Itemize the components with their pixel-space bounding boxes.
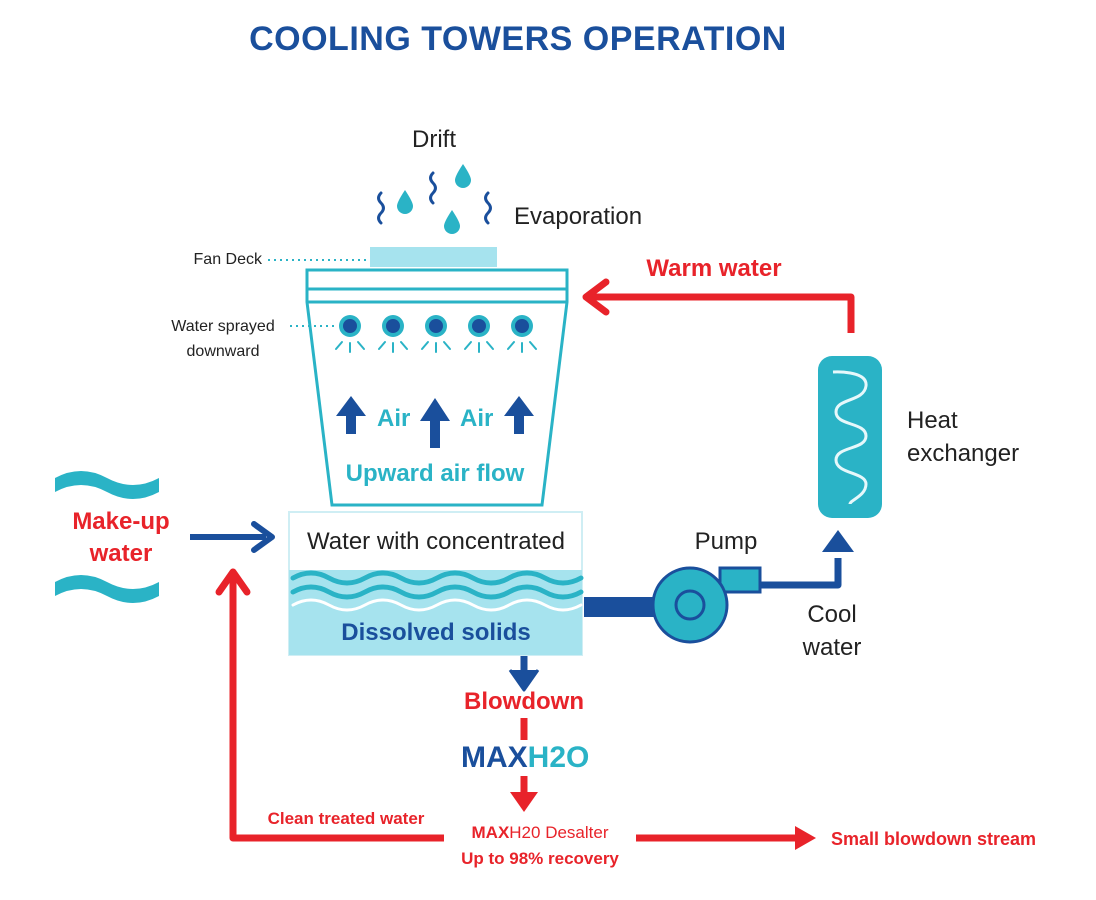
pump-icon [651,566,762,644]
small-blowdown-arrow-icon [795,826,816,850]
cool-water-arrow-icon [822,530,854,552]
recovery-label: Up to 98% recovery [461,849,619,868]
warm-water-label: Warm water [646,255,781,282]
cool-water-label: water [802,634,862,661]
heat-exchanger-label: Heat [907,407,958,434]
evaporation-label: Evaporation [514,203,642,230]
svg-text:MAXH2O: MAXH2O [461,741,589,774]
water-sprayed-label: downward [187,343,260,360]
wave-icon [55,471,159,603]
logo-h2o-text: H2O [528,741,590,774]
warm-water-arrow-icon [582,278,610,316]
air-up-arrow-icon [336,396,534,448]
makeup-water-label: Make-up [72,508,169,535]
maxh2o-logo: MAXH2O [461,741,589,774]
cool-water-pipe [759,558,842,589]
pump-inlet-pipe [584,597,659,617]
water-concentrated-label: Water with concentrated [307,528,565,555]
pump-label: Pump [695,528,758,555]
warm-water-pipe [588,293,855,333]
water-wave-icon [290,570,584,612]
dissolved-solids-label: Dissolved solids [341,619,530,646]
drift-droplet-icon [397,164,471,234]
small-blowdown-label: Small blowdown stream [831,829,1036,849]
desalter-arrow-icon [510,792,538,812]
water-sprayed-label: Water sprayed [171,318,274,335]
makeup-water-label: water [89,540,153,567]
heat-exchanger [818,356,882,518]
clean-water-arrow-icon [215,568,251,596]
air-label: Air [377,405,410,432]
page-title: COOLING TOWERS OPERATION [249,20,787,58]
blowdown-label: Blowdown [464,688,584,715]
evaporation-icon [377,171,492,225]
sprayer-nozzle-icon [335,315,537,353]
fan-deck [370,247,497,267]
desalter-max-text: MAX [472,823,510,842]
logo-max-text: MAX [461,741,528,774]
upward-air-flow-label: Upward air flow [346,460,525,487]
blowdown-arrow-icon [508,669,540,692]
coil-icon [832,370,868,505]
makeup-arrow-icon [251,521,275,553]
desalter-label: MAXH20 Desalter [472,823,609,842]
drift-label: Drift [412,126,456,153]
desalter-rest-text: H20 Desalter [509,823,609,842]
cool-water-label: Cool [807,601,856,628]
heat-exchanger-label: exchanger [907,440,1019,467]
fan-deck-label: Fan Deck [194,251,263,268]
clean-treated-water-label: Clean treated water [268,809,425,828]
air-label: Air [460,405,493,432]
clean-water-return-pipe [229,578,444,842]
